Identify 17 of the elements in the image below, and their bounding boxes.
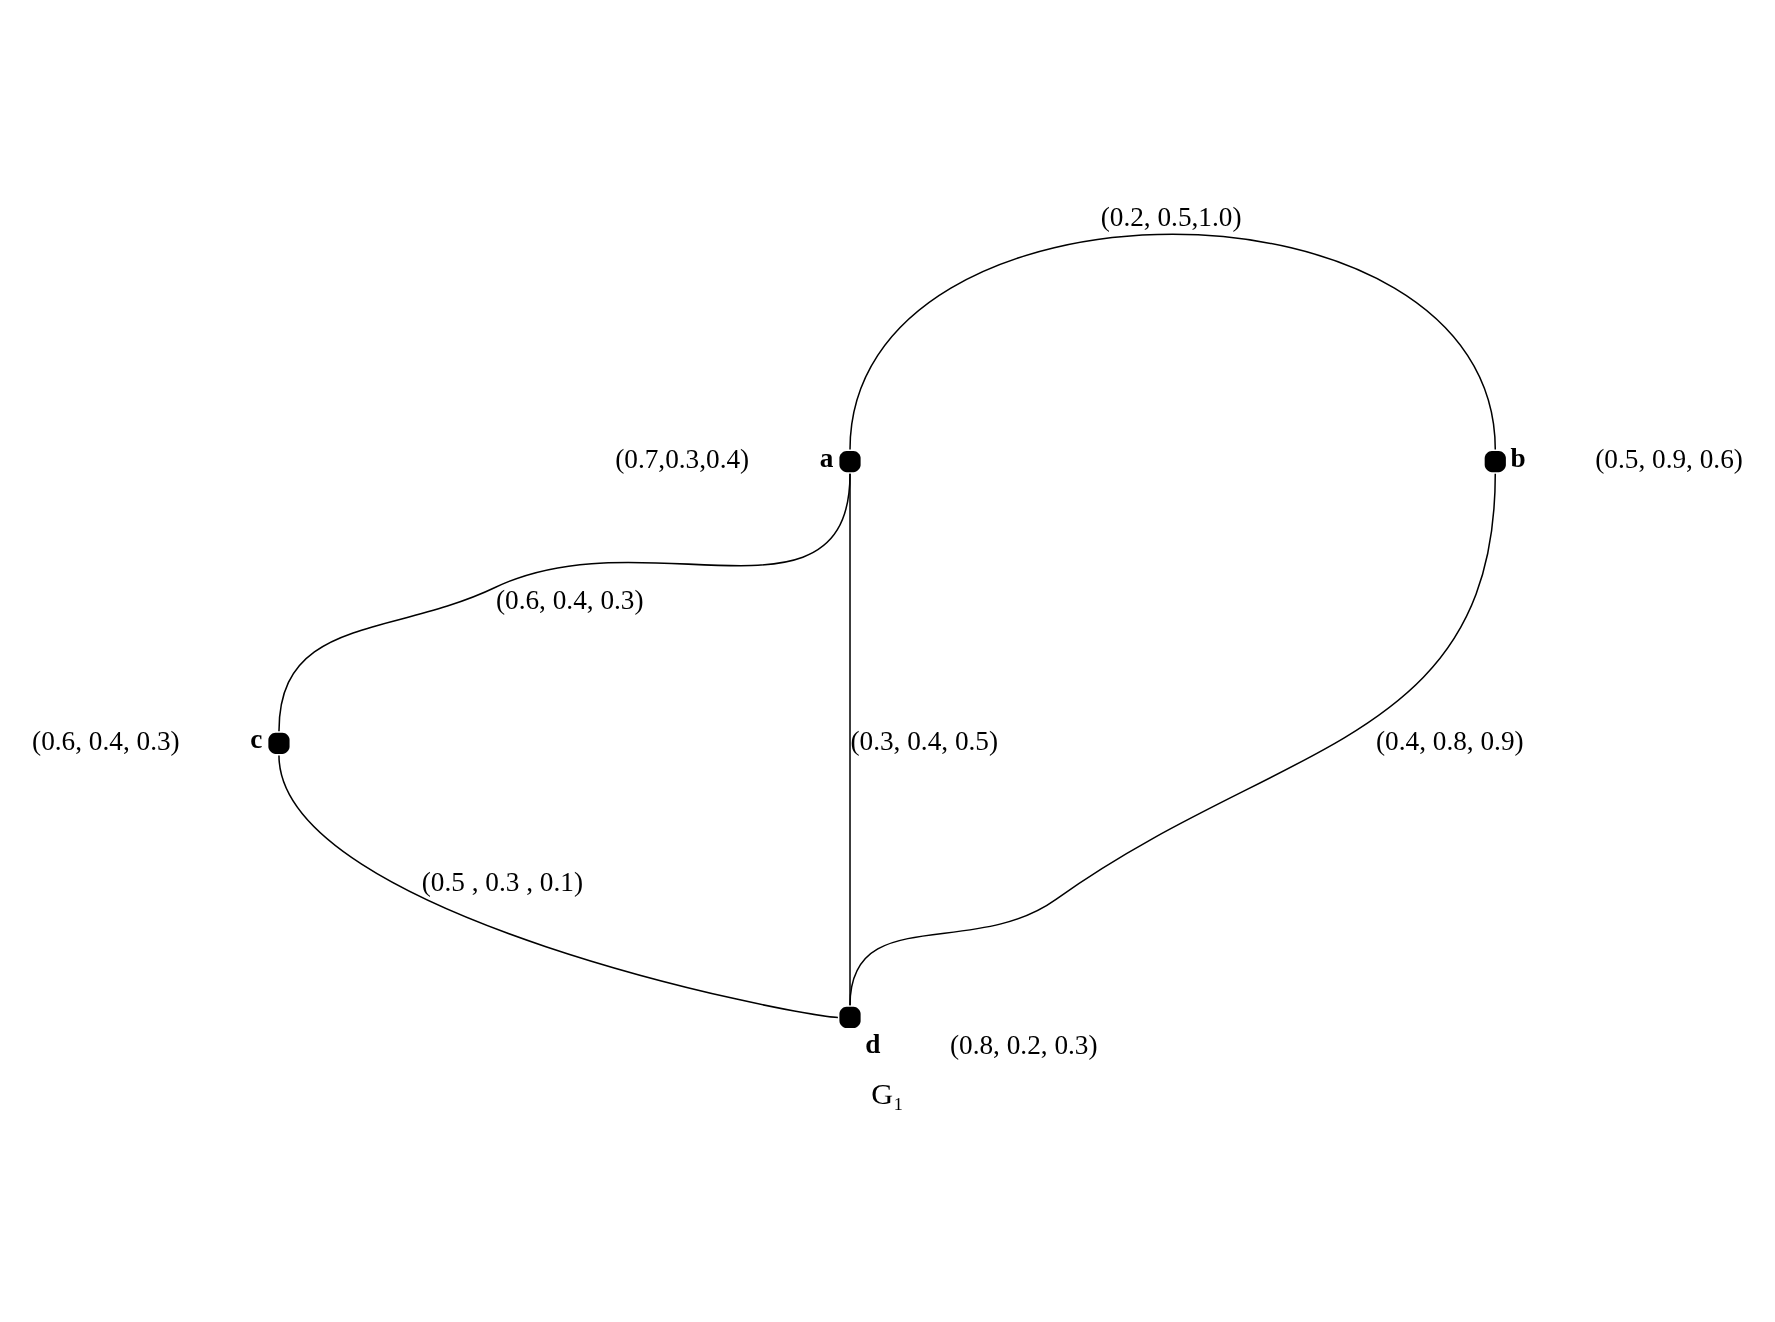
connector bbox=[849, 233, 1497, 450]
edge-label: (0.2, 0.5,1.0) bbox=[1100, 201, 1242, 232]
edge-label: (0.6, 0.4, 0.3) bbox=[495, 584, 644, 615]
connector bbox=[278, 754, 839, 1018]
node-label: (0.5, 0.9, 0.6) bbox=[1595, 443, 1743, 474]
node-label: (0.7,0.3,0.4) bbox=[615, 443, 750, 474]
node-label: (0.8, 0.2, 0.3) bbox=[949, 1029, 1098, 1060]
edge-label: (0.5 , 0.3 , 0.1) bbox=[421, 866, 583, 897]
connector bbox=[849, 472, 1497, 1006]
node-label: d bbox=[865, 1028, 881, 1059]
edge-label: (0.3, 0.4, 0.5) bbox=[850, 725, 999, 756]
node-label: a bbox=[819, 442, 834, 473]
node-label: b bbox=[1510, 442, 1526, 473]
node-label: c bbox=[250, 723, 263, 754]
caption: G₁ bbox=[871, 1076, 904, 1111]
node-label: (0.6, 0.4, 0.3) bbox=[32, 725, 180, 756]
edge-label: (0.4, 0.8, 0.9) bbox=[1376, 725, 1524, 756]
